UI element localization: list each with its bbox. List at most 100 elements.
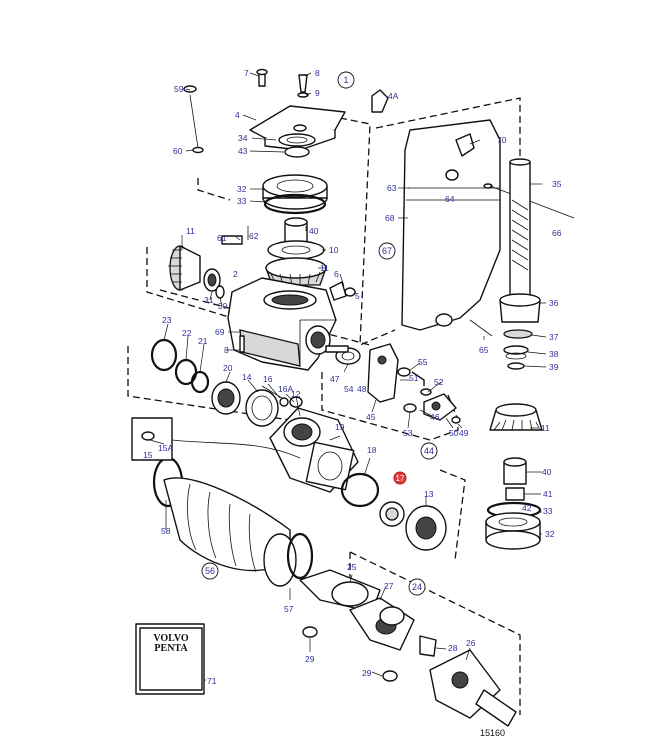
label-29-left: 29 (305, 654, 315, 664)
label-21: 21 (198, 336, 208, 346)
label-12: 12 (291, 389, 301, 399)
drive-shaft-assembly (299, 569, 517, 727)
callout-circle-24 (408, 578, 426, 596)
callout-17-text: 17 (396, 474, 405, 483)
highlighted-callout-17 (393, 471, 407, 485)
label-23: 23 (162, 315, 172, 325)
label-5: 5 (355, 291, 360, 301)
callout-44-text: 44 (424, 446, 434, 456)
label-66: 66 (552, 228, 562, 238)
bellows (152, 456, 314, 587)
vertical-shaft (509, 158, 531, 303)
label-4: 4 (235, 110, 240, 120)
label-70: 70 (497, 135, 507, 145)
label-68: 68 (385, 213, 395, 223)
label-16: 16 (263, 374, 273, 384)
label-40-top: 40 (309, 226, 319, 236)
label-40-right: 40 (542, 467, 552, 477)
label-11-top: 11 (320, 263, 329, 273)
decal-box (131, 417, 301, 461)
callout-1-text: 1 (343, 75, 348, 85)
label-37: 37 (549, 332, 559, 342)
label-49: 49 (459, 428, 469, 438)
label-60: 60 (173, 146, 183, 156)
leader-lines (149, 72, 547, 681)
label-25: 25 (347, 562, 357, 572)
label-45: 45 (366, 412, 376, 422)
label-41: 41 (543, 489, 553, 499)
label-22: 22 (182, 328, 192, 338)
label-47: 47 (330, 374, 340, 384)
label-58: 58 (161, 526, 171, 536)
label-11-right: 11 (541, 423, 550, 433)
label-48: 48 (357, 384, 367, 394)
left-gear-assembly (168, 226, 249, 299)
callout-circle-1 (337, 71, 355, 89)
callout-circle-67 (378, 242, 396, 260)
label-61: 61 (217, 233, 227, 243)
label-2: 2 (233, 269, 238, 279)
label-35: 35 (552, 179, 562, 189)
label-11-left: 11 (186, 226, 195, 236)
label-57: 57 (284, 604, 294, 614)
callout-circle-44 (420, 442, 438, 460)
label-59: 59 (174, 84, 184, 94)
right-bearing-stack (499, 293, 541, 370)
label-31: 31 (204, 295, 214, 305)
label-71: 71 (207, 676, 217, 686)
label-19: 19 (335, 422, 345, 432)
label-33-top: 33 (237, 196, 247, 206)
callout-circle-56 (201, 562, 219, 580)
manual-booklet (135, 623, 205, 695)
right-lower-stack (485, 403, 543, 550)
callout-markers: 1 67 44 24 56 17 (201, 71, 438, 596)
label-13: 13 (424, 489, 434, 499)
label-32-right: 32 (545, 529, 555, 539)
label-6: 6 (334, 269, 339, 279)
label-55: 55 (418, 357, 428, 367)
label-42: 42 (522, 503, 532, 513)
upper-housing (227, 277, 356, 371)
label-39: 39 (549, 362, 559, 372)
manual-brand-line-2: PENTA (154, 643, 188, 654)
label-14: 14 (242, 372, 252, 382)
label-64: 64 (445, 194, 455, 204)
manual-brand-line-1: VOLVO (153, 633, 189, 644)
top-cover-group (183, 68, 389, 158)
label-69: 69 (215, 327, 225, 337)
label-7: 7 (244, 68, 249, 78)
label-54: 54 (344, 384, 354, 394)
part-labels: 7 8 9 59 4 4A 34 43 60 70 35 32 33 6 3 64… (143, 68, 562, 686)
label-9: 9 (315, 88, 320, 98)
label-18: 18 (367, 445, 377, 455)
label-38: 38 (549, 349, 559, 359)
label-53: 53 (403, 428, 413, 438)
label-36: 36 (549, 298, 559, 308)
label-34: 34 (238, 133, 248, 143)
label-46: 46 (430, 412, 440, 422)
label-43: 43 (238, 146, 248, 156)
upper-gear-stack (265, 217, 327, 287)
label-16A: 16A (278, 384, 293, 394)
label-30: 30 (218, 301, 228, 311)
shift-cover (401, 119, 575, 337)
label-4A: 4A (388, 91, 399, 101)
label-62: 62 (249, 231, 259, 241)
label-8: 8 (315, 68, 320, 78)
label-26: 26 (466, 638, 476, 648)
label-10: 10 (329, 245, 339, 255)
label-32-top: 32 (237, 184, 247, 194)
label-50: 50 (449, 428, 459, 438)
label-33-right: 33 (543, 506, 553, 516)
label-3: 3 (224, 345, 229, 355)
label-28: 28 (448, 643, 458, 653)
label-29-lower: 29 (362, 668, 372, 678)
callout-24-text: 24 (412, 582, 422, 592)
label-15: 15 (143, 450, 153, 460)
label-15A: 15A (158, 443, 173, 453)
callout-67-text: 67 (382, 246, 392, 256)
label-20: 20 (223, 363, 233, 373)
label-51: 51 (409, 373, 419, 383)
